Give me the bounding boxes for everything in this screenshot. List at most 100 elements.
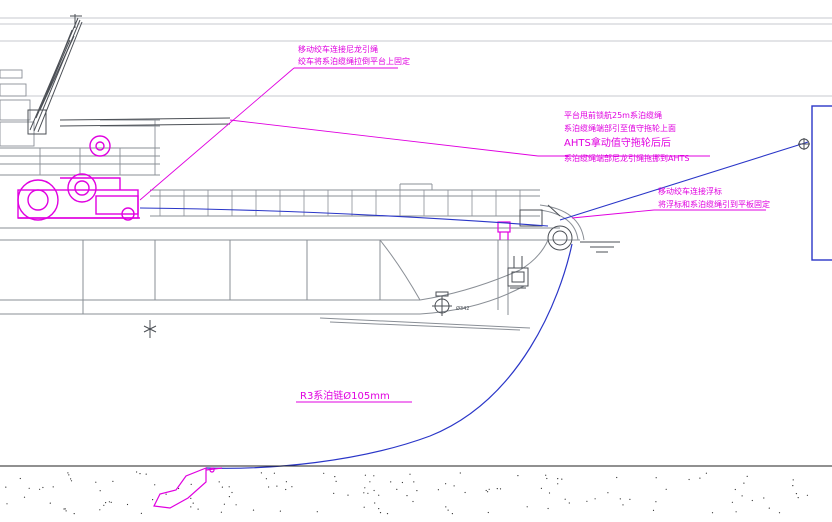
railing-posts: [159, 190, 521, 216]
sediment-dot: [67, 472, 69, 474]
sediment-dot: [386, 513, 389, 515]
sediment-dot: [364, 474, 366, 476]
sediment-dot: [5, 486, 7, 488]
sediment-dot: [165, 493, 167, 495]
note-platform-line1: 平台甩前锁航25m系泊缆绳: [564, 110, 662, 120]
sediment-dot: [373, 489, 375, 492]
sediment-dot: [363, 506, 365, 508]
sediment-dot: [220, 511, 222, 513]
sediment-dot: [99, 490, 101, 492]
sediment-dot: [291, 486, 293, 488]
sediment-dot: [413, 481, 415, 483]
sediment-dot: [705, 472, 708, 474]
sediment-dot: [63, 508, 65, 510]
sediment-dot: [285, 481, 287, 483]
anchor-icon: [519, 204, 573, 251]
mooring-chain: [205, 243, 573, 469]
sediment-dot: [64, 508, 66, 510]
sediment-dot: [192, 502, 194, 504]
sediment-dot: [99, 509, 101, 511]
sediment-dot: [561, 478, 563, 480]
sediment-dot: [105, 502, 107, 504]
sediment-dot: [19, 477, 21, 480]
sediment-dot: [547, 507, 549, 510]
propeller-mark: [143, 320, 157, 338]
tow-block-icon: [798, 138, 810, 150]
sediment-dot: [190, 497, 192, 499]
sediment-dot: [568, 502, 570, 504]
sediment-dot: [39, 488, 41, 490]
stern-fitting-icon: [497, 221, 511, 240]
note-buoy-line1: 移动绞车连接浮标: [658, 186, 722, 196]
winch-icon: [17, 135, 140, 221]
winch-rope: [139, 207, 549, 227]
sediment-dot: [406, 495, 408, 497]
sediment-dot: [334, 476, 336, 478]
sediment-dot: [401, 481, 403, 484]
sediment-dot: [28, 487, 30, 489]
sediment-dot: [42, 486, 44, 489]
sediment-dot: [140, 512, 142, 515]
sediment-dot: [265, 478, 267, 480]
sediment-dot: [335, 480, 337, 482]
sediment-dot: [447, 509, 449, 511]
sediment-dot: [228, 486, 230, 488]
nylon-pilot-rope: [559, 141, 809, 221]
sediment-dot: [487, 511, 489, 514]
sediment-dot: [437, 489, 439, 491]
sediment-dot: [369, 481, 371, 483]
sediment-dot: [485, 489, 487, 492]
sediment-dot: [235, 504, 237, 506]
sediment-dot: [363, 492, 365, 494]
sediment-dot: [390, 481, 392, 483]
note-platform-line2: 系泊缆绳端部引至值守拖轮上面: [564, 123, 676, 133]
seabed-sediment: [5, 471, 809, 515]
sediment-dot: [652, 509, 655, 511]
sediment-dot: [73, 513, 75, 515]
sediment-dot: [445, 506, 447, 508]
sediment-dot: [136, 471, 138, 473]
sediment-dot: [711, 512, 714, 514]
annotation-texts: 移动绞车连接尼龙引绳 绞车将系泊缆绳拉倒平台上固定 平台甩前锁航25m系泊缆绳 …: [298, 44, 770, 402]
note-buoy-line2: 将浮标和系泊缆绳引到平板固定: [658, 199, 770, 209]
sediment-dot: [178, 487, 180, 490]
ahts-vessel: [811, 105, 832, 261]
sediment-dot: [197, 508, 199, 510]
sediment-dot: [741, 495, 743, 497]
sediment-dot: [110, 501, 112, 503]
sediment-dot: [464, 491, 466, 494]
note-winch-line2: 绞车将系泊缆绳拉倒平台上固定: [298, 56, 410, 66]
sediment-dot: [655, 477, 657, 479]
sediment-dot: [445, 483, 447, 485]
sediment-dot: [126, 503, 129, 506]
sediment-dot: [409, 473, 411, 475]
sediment-dot: [795, 493, 798, 495]
sediment-dot: [323, 472, 325, 474]
reference-lines: [0, 17, 832, 97]
sediment-dot: [378, 508, 380, 510]
sediment-dot: [451, 513, 453, 515]
sediment-dot: [108, 501, 110, 503]
deck-railing: [150, 183, 540, 217]
sediment-dot: [751, 499, 753, 502]
sediment-dot: [746, 475, 748, 477]
chain-label: R3系泊链Ø105mm: [300, 389, 390, 402]
sediment-dot: [70, 478, 72, 480]
sediment-dot: [139, 473, 141, 475]
sediment-dot: [221, 486, 223, 488]
sediment-dot: [487, 491, 489, 493]
sediment-dot: [616, 476, 618, 479]
sediment-dot: [731, 501, 734, 503]
propeller-icon: [432, 291, 452, 316]
sediment-dot: [228, 496, 230, 498]
hull-mark: Ø342: [456, 305, 469, 312]
sediment-dot: [347, 494, 349, 496]
sediment-dot: [622, 504, 624, 506]
sediment-dot: [806, 494, 809, 496]
sediment-dot: [273, 472, 275, 474]
sediment-dot: [499, 488, 502, 490]
sediment-dot: [218, 481, 220, 483]
sediment-dot: [763, 497, 765, 499]
sediment-dot: [316, 511, 318, 513]
sediment-dot: [607, 492, 609, 494]
